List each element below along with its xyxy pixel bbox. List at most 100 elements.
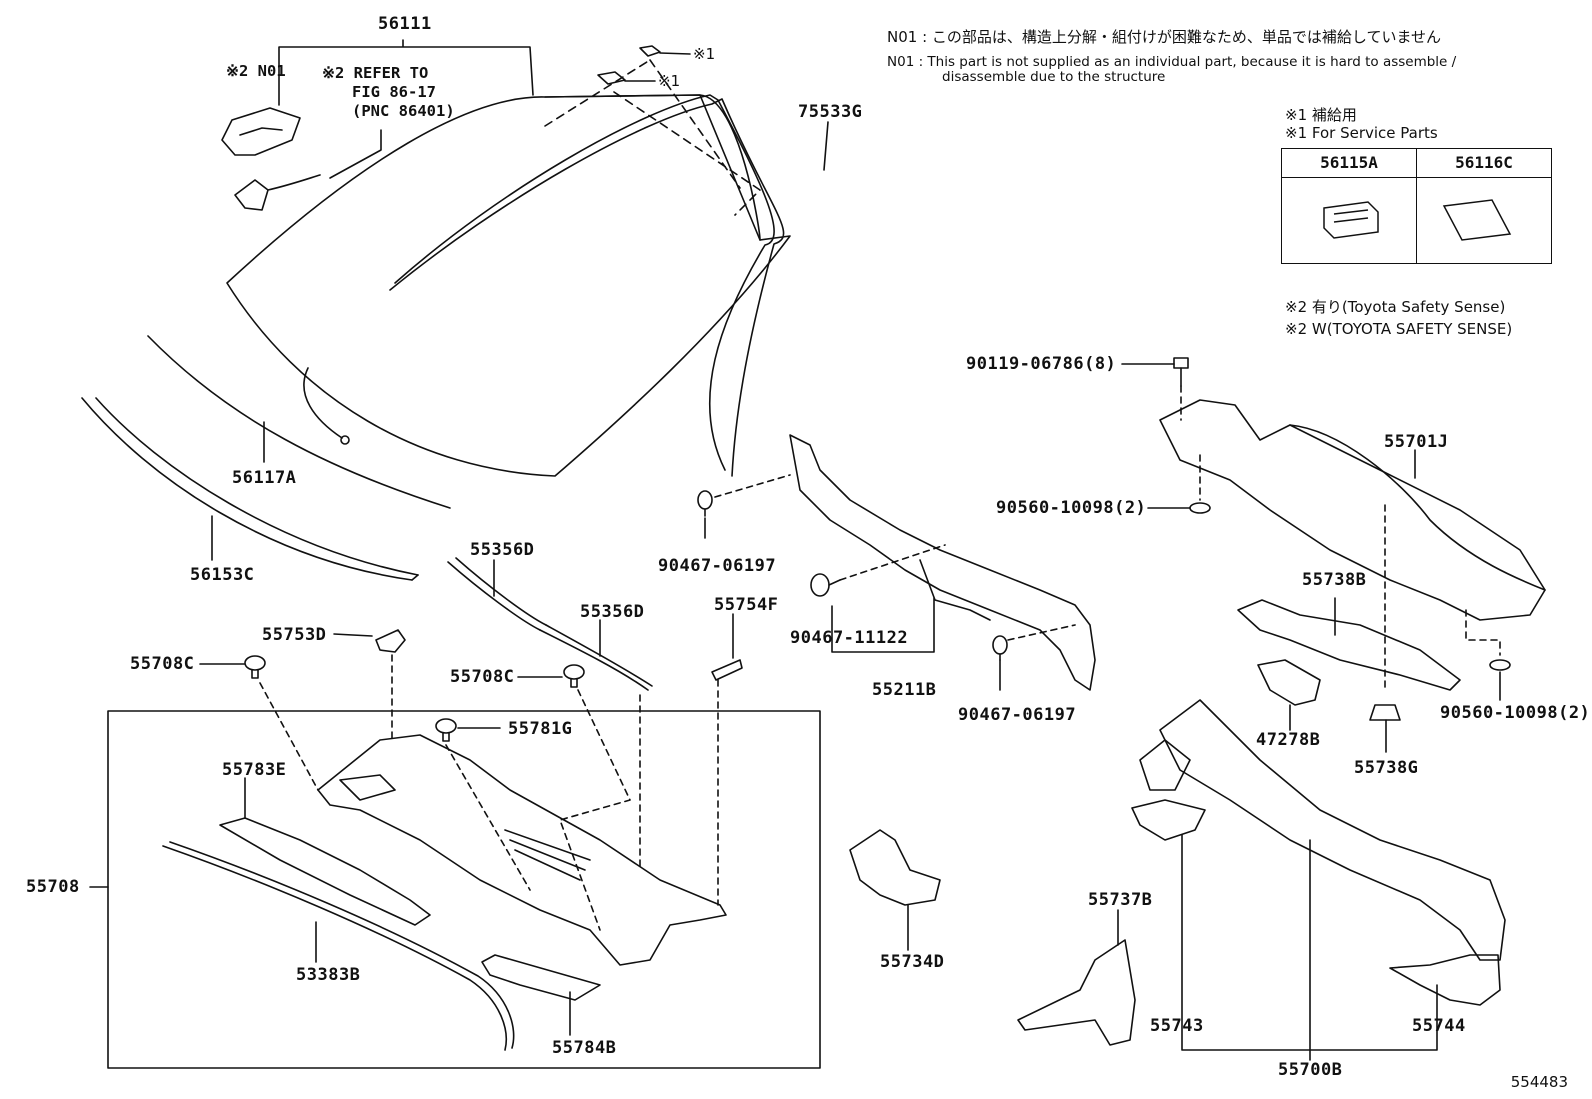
label-90467-06197-a[interactable]: 90467-06197 bbox=[658, 556, 777, 576]
service-mark-tab-2 bbox=[597, 71, 626, 85]
mark-small-2: ※1 bbox=[658, 72, 681, 90]
dashed-90467-a bbox=[714, 474, 791, 498]
clip-90467-06197-b bbox=[992, 635, 1008, 661]
clip-56115A-drawing bbox=[1323, 201, 1379, 239]
note-mark1-en: ※1 For Service Parts bbox=[1285, 124, 1438, 142]
label-90560-10098-b[interactable]: 90560-10098(2) bbox=[1440, 703, 1591, 723]
seal-53383B bbox=[162, 841, 515, 1051]
label-55708C-b[interactable]: 55708C bbox=[450, 667, 515, 687]
label-90119-06786[interactable]: 90119-06786(8) bbox=[966, 354, 1117, 374]
label-55708[interactable]: 55708 bbox=[26, 877, 80, 897]
leader-55753D bbox=[333, 633, 373, 637]
panel-55738B bbox=[1237, 599, 1461, 691]
sensor-connector bbox=[340, 435, 350, 445]
dashed-90467-11122 bbox=[839, 544, 946, 581]
refer-line-1: ※2 REFER TO bbox=[322, 64, 429, 82]
label-55701J[interactable]: 55701J bbox=[1384, 432, 1449, 452]
leader-55700B bbox=[1181, 834, 1438, 1061]
dashed-90560-b bbox=[1465, 609, 1501, 656]
label-90467-06197-b[interactable]: 90467-06197 bbox=[958, 705, 1077, 725]
label-53383B[interactable]: 53383B bbox=[296, 965, 361, 985]
service-mark-tab-1 bbox=[639, 45, 661, 57]
label-55783E[interactable]: 55783E bbox=[222, 760, 287, 780]
label-55734D[interactable]: 55734D bbox=[880, 952, 945, 972]
clip-55753D bbox=[375, 629, 406, 653]
bolt-90119 bbox=[1173, 357, 1189, 387]
leader-75533G bbox=[823, 121, 829, 171]
panel-55743 bbox=[1131, 799, 1206, 841]
label-75533G[interactable]: 75533G bbox=[798, 102, 863, 122]
moulding-75533G bbox=[389, 94, 785, 477]
note-n01-en-1: N01 : This part is not supplied as an in… bbox=[887, 54, 1457, 70]
leader-55211B bbox=[831, 597, 935, 653]
label-55211B[interactable]: 55211B bbox=[872, 680, 937, 700]
leader-56111 bbox=[278, 39, 534, 106]
stripe-56117A bbox=[147, 335, 451, 509]
leader-mark-1 bbox=[659, 52, 691, 55]
fastener-55708C-a bbox=[244, 655, 266, 679]
pad-56116C-drawing bbox=[1442, 199, 1512, 241]
label-55738B[interactable]: 55738B bbox=[1302, 570, 1367, 590]
windshield-glass bbox=[226, 94, 791, 477]
bracket-n01 bbox=[221, 107, 301, 156]
label-55356D-a[interactable]: 55356D bbox=[470, 540, 535, 560]
leader-refer bbox=[329, 129, 382, 179]
panel-55701J bbox=[1159, 399, 1546, 621]
grommet-55738G bbox=[1369, 704, 1401, 721]
bracket-47278B bbox=[1257, 659, 1321, 706]
label-56111[interactable]: 56111 bbox=[378, 14, 432, 34]
sensor-module bbox=[234, 174, 321, 211]
clip-90467-06197-a bbox=[697, 490, 713, 517]
moulding-55356D bbox=[447, 557, 653, 691]
note-n01-en-2: disassemble due to the structure bbox=[942, 69, 1166, 85]
label-55781G[interactable]: 55781G bbox=[508, 719, 573, 739]
service-parts-table: 56115A 56116C bbox=[1281, 148, 1552, 264]
bracket-55734D bbox=[849, 829, 941, 906]
label-55356D-b[interactable]: 55356D bbox=[580, 602, 645, 622]
note-mark2-en: ※2 W(TOYOTA SAFETY SENSE) bbox=[1285, 320, 1513, 338]
table-divider-v bbox=[1416, 177, 1417, 263]
bracket-55754F bbox=[711, 659, 743, 681]
label-55738G[interactable]: 55738G bbox=[1354, 758, 1419, 778]
label-55784B[interactable]: 55784B bbox=[552, 1038, 617, 1058]
bracket-55737B bbox=[1017, 939, 1136, 1046]
cowl-top-panel bbox=[317, 734, 727, 966]
label-55700B[interactable]: 55700B bbox=[1278, 1060, 1343, 1080]
panel-55784B bbox=[481, 954, 601, 1001]
service-part-illustrations bbox=[1323, 199, 1512, 241]
panel-55744 bbox=[1389, 954, 1501, 1006]
washer-90560-a bbox=[1189, 502, 1211, 514]
note-mark2-ja: ※2 有り(Toyota Safety Sense) bbox=[1285, 298, 1506, 316]
note-n01-ja: N01 : この部品は、構造上分解・組付けが困難なため、単品では補給していません bbox=[887, 28, 1442, 46]
figure-number: 554483 bbox=[1510, 1073, 1568, 1091]
assembly-box-55708 bbox=[107, 710, 821, 1069]
sensor-wire bbox=[303, 367, 343, 439]
label-55744[interactable]: 55744 bbox=[1412, 1016, 1466, 1036]
label-56153C[interactable]: 56153C bbox=[190, 565, 255, 585]
service-part-56115A[interactable]: 56115A bbox=[1282, 149, 1417, 177]
label-55743[interactable]: 55743 bbox=[1150, 1016, 1204, 1036]
label-55753D[interactable]: 55753D bbox=[262, 625, 327, 645]
label-56117A[interactable]: 56117A bbox=[232, 468, 297, 488]
fastener-55708C-b bbox=[563, 664, 585, 688]
label-n01[interactable]: ※2 N01 bbox=[226, 62, 286, 80]
dashed-90119 bbox=[1180, 385, 1201, 501]
label-55754F[interactable]: 55754F bbox=[714, 595, 779, 615]
cowl-55700B bbox=[1139, 699, 1506, 961]
label-55737B[interactable]: 55737B bbox=[1088, 890, 1153, 910]
label-47278B[interactable]: 47278B bbox=[1256, 730, 1321, 750]
refer-line-2: FIG 86-17 bbox=[352, 83, 436, 101]
washer-90560-b bbox=[1489, 659, 1511, 671]
dashed-90467-b bbox=[1007, 624, 1076, 641]
dashed-fastener-lines bbox=[259, 654, 719, 931]
panel-55783E bbox=[219, 817, 431, 926]
clip-90467-11122 bbox=[810, 573, 841, 597]
service-part-56116C[interactable]: 56116C bbox=[1455, 153, 1513, 172]
glass-sensor-area-outline bbox=[544, 59, 761, 216]
mark-small-1: ※1 bbox=[693, 45, 716, 63]
label-90560-10098-a[interactable]: 90560-10098(2) bbox=[996, 498, 1147, 518]
refer-line-3: (PNC 86401) bbox=[352, 102, 455, 120]
label-90467-11122[interactable]: 90467-11122 bbox=[790, 628, 909, 648]
label-55708C-a[interactable]: 55708C bbox=[130, 654, 195, 674]
